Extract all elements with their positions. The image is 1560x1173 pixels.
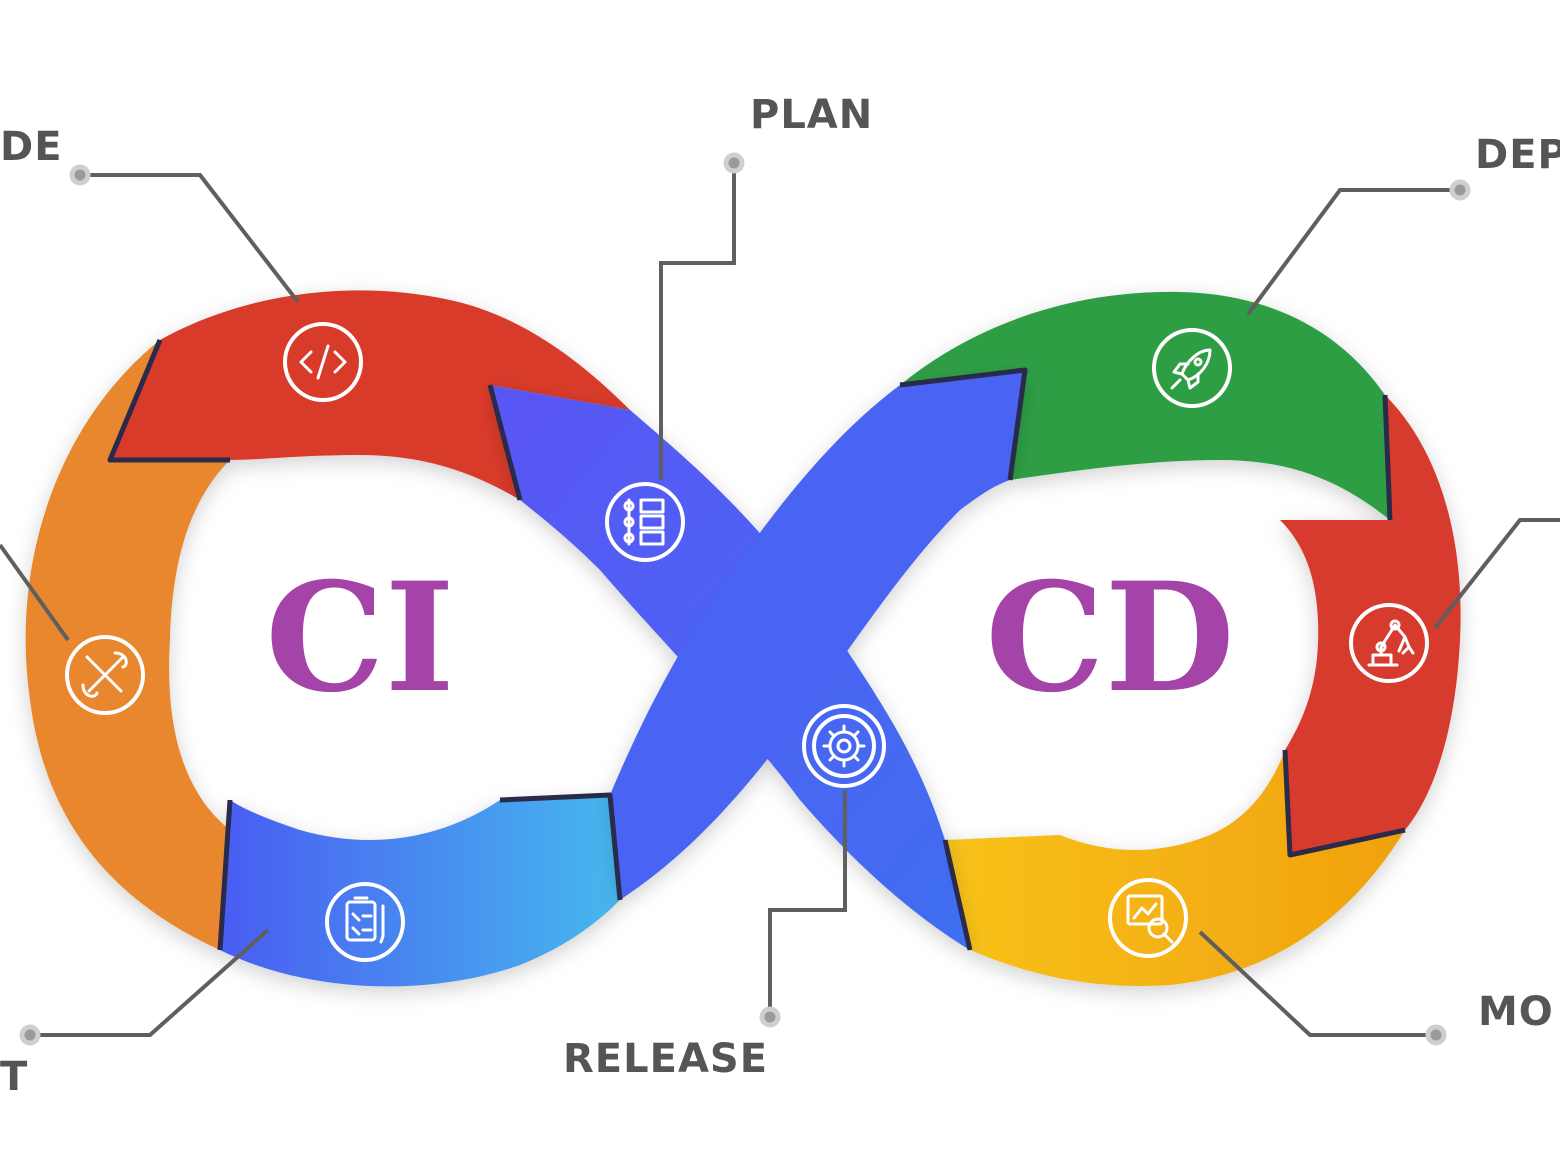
label-monitor: MO — [1478, 989, 1554, 1035]
segment-code — [110, 290, 630, 500]
ci-text: CI — [265, 550, 455, 726]
gear-icon — [802, 704, 886, 788]
label-release: RELEASE — [563, 1036, 768, 1082]
segment-test — [220, 795, 620, 987]
plan-list-icon — [605, 482, 685, 562]
monitor-search-icon — [1108, 878, 1188, 958]
clipboard-icon — [325, 882, 405, 962]
label-deploy: DEP — [1475, 132, 1560, 178]
cd-text: CD — [985, 550, 1234, 726]
rocket-icon — [1152, 328, 1232, 408]
segment-deploy — [900, 291, 1390, 520]
label-code: DE — [0, 124, 63, 170]
tools-icon — [65, 635, 145, 715]
code-icon — [283, 322, 363, 402]
label-plan: PLAN — [750, 92, 873, 138]
robot-arm-icon — [1349, 603, 1429, 683]
band-release-deploy — [610, 370, 1025, 900]
label-test: T — [0, 1054, 28, 1100]
leader-lines — [0, 152, 1560, 1046]
segment-monitor — [945, 750, 1405, 986]
segment-operate — [1280, 395, 1461, 855]
